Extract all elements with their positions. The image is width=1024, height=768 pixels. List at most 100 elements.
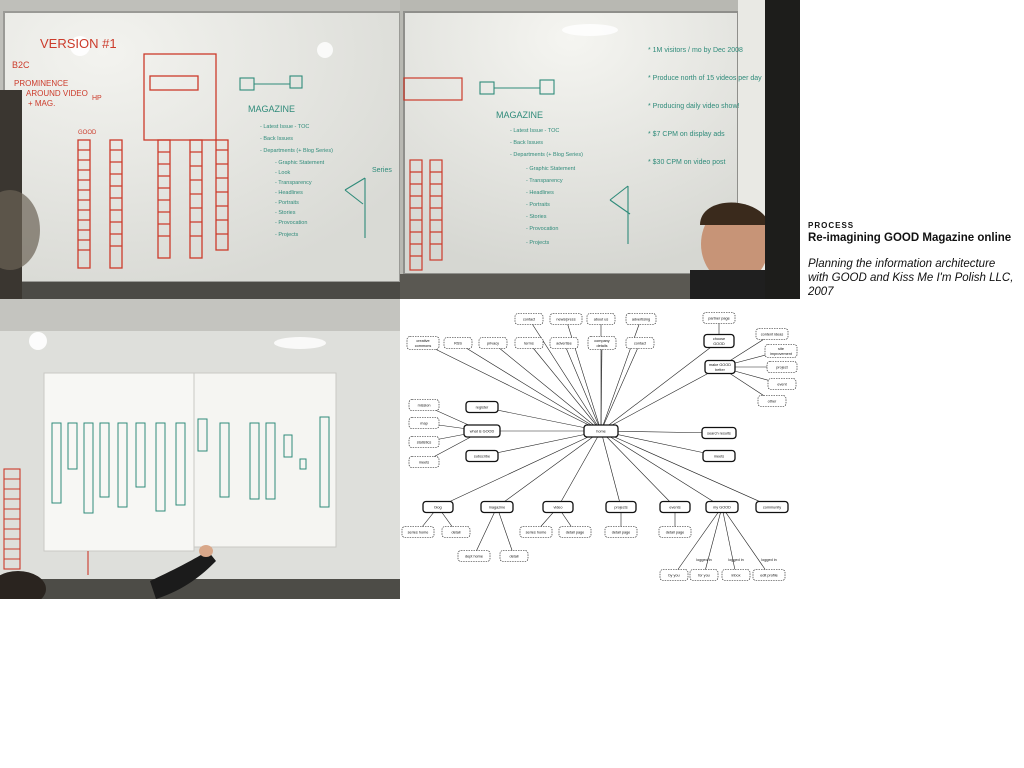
sitemap-node-box: [659, 569, 689, 581]
sketch-magazine-item: - Stories: [275, 210, 296, 216]
sketch-goal-note: * $7 CPM on display ads: [648, 131, 725, 138]
sitemap-node-box: [465, 449, 499, 463]
sitemap-node-label: creative: [416, 339, 429, 343]
sitemap-node-whatisGOOD: what is GOOD: [463, 424, 501, 438]
sitemap-node-box: [587, 336, 617, 350]
sitemap-node-events: events: [659, 500, 691, 514]
sitemap-node-label: other: [768, 400, 777, 404]
sitemap-node-label: magazine: [489, 506, 505, 510]
sitemap-edge: [600, 366, 721, 432]
sketch-magazine-item: - Latest Issue - TOC: [510, 128, 559, 134]
sitemap-node-label: commons: [415, 344, 432, 348]
sitemap-node-box: [480, 500, 514, 514]
sitemap-node-label: search results: [707, 432, 731, 436]
sketch-magazine-item: - Provocation: [526, 226, 558, 232]
sitemap-edge: [492, 342, 602, 432]
sitemap-node-label: contact: [523, 318, 536, 322]
sketch-magazine-item: - Graphic Statement: [526, 166, 576, 172]
sitemap-node-event: event: [767, 378, 797, 390]
sitemap-node-box: [755, 328, 789, 340]
sitemap-node-box: [757, 395, 787, 407]
sketch-magazine-item: - Departments (+ Blog Series): [510, 152, 583, 158]
sitemap-edge: [481, 430, 602, 457]
caption-title: Re-imagining GOOD Magazine online: [808, 232, 1012, 244]
sitemap-node-label: details: [597, 344, 608, 348]
sitemap-node-box: [703, 333, 735, 349]
sitemap-node-meets2: meets: [702, 449, 736, 463]
sitemap-node-box: [625, 337, 655, 349]
sitemap-edge: [437, 430, 602, 508]
sitemap-node-label: GOOD: [713, 342, 725, 346]
sitemap-node-subscribe: subscribe: [465, 449, 499, 463]
sitemap-edge-label: logged in: [728, 558, 743, 562]
sitemap-node-advertising: advertising: [625, 313, 657, 325]
sitemap-node-label: mission: [418, 404, 431, 408]
sitemap-node-label: company: [594, 339, 610, 343]
sitemap-node-label: map: [420, 422, 427, 426]
sitemap-node-label: events: [669, 506, 680, 510]
sketch-magazine-item: - Portraits: [275, 200, 299, 206]
sketch-goal-note: * 1M visitors / mo by Dec 2008: [648, 47, 743, 54]
sitemap-node-label: what is GOOD: [470, 430, 495, 434]
whiteboard-sketch-left: VERSION #1 B2C PROMINENCE AROUND VIDEO +…: [0, 0, 400, 299]
sitemap-node-label: better: [715, 368, 725, 372]
whiteboard-sketch-right: MAGAZINE - Latest Issue - TOC - Back Iss…: [400, 0, 800, 299]
sitemap-node-box: [514, 313, 544, 325]
sitemap-node-box: [441, 526, 471, 538]
sitemap-node-foryou: for you: [689, 569, 719, 581]
sitemap-edge: [563, 342, 602, 432]
sketch-note: + MAG.: [28, 99, 55, 108]
sitemap-edge: [481, 406, 602, 432]
sitemap-node-searchresults: search results: [701, 426, 737, 440]
sitemap-node-box: [658, 526, 692, 538]
sitemap-node-label: event: [777, 383, 787, 387]
sitemap-node-label: community: [763, 506, 781, 510]
sitemap-node-label: series home: [408, 531, 429, 535]
sitemap-node-box: [659, 500, 691, 514]
sitemap-edge: [600, 430, 720, 434]
paper-wireframes-sketch: [0, 299, 400, 599]
sketch-magazine-title: MAGAZINE: [496, 110, 543, 120]
sitemap-node-box: [701, 426, 737, 440]
sitemap-node-contact1: contact: [514, 313, 544, 325]
sitemap-node-box: [478, 337, 508, 349]
sitemap-edge: [600, 318, 642, 432]
sitemap-node-box: [549, 337, 579, 349]
sketch-note: B2C: [12, 60, 30, 70]
sitemap-node-label: detail page: [666, 531, 685, 535]
sitemap-edge: [528, 342, 602, 432]
sitemap-node-box: [755, 500, 789, 514]
sitemap-node-label: statistics: [417, 441, 432, 445]
sitemap-node-box: [542, 500, 574, 514]
sitemap-edges: [417, 318, 783, 576]
sitemap-node-box: [764, 344, 798, 358]
sitemap-node-rss: RSS: [443, 337, 473, 349]
sitemap-node-box: [408, 417, 440, 429]
sketch-magazine-item: - Transparency: [526, 178, 563, 184]
sitemap-edge-label: logged in: [761, 558, 776, 562]
sitemap-edge: [557, 430, 602, 508]
sitemap-node-label: about us: [594, 318, 609, 322]
sitemap-node-label: make GOOD: [709, 363, 731, 367]
sitemap-node-label: news/press: [556, 318, 575, 322]
sitemap-edge: [565, 318, 602, 432]
sitemap-node-video: video: [542, 500, 574, 514]
sitemap-edge: [473, 506, 498, 557]
sitemap-node-label: privacy: [487, 342, 499, 346]
sitemap-node-label: contact: [634, 342, 647, 346]
sketch-magazine-item: - Projects: [526, 240, 549, 246]
sitemap-node-label: my GOOD: [713, 506, 731, 510]
sitemap-node-label: detail page: [566, 531, 585, 535]
sitemap-node-box: [583, 424, 619, 438]
sitemap-node-community: community: [755, 500, 789, 514]
sitemap-edge: [422, 342, 602, 432]
sitemap-node-label: meets: [714, 455, 724, 459]
sketch-goal-note: * Producing daily video show!: [648, 103, 739, 110]
sitemap-edge: [600, 430, 676, 508]
sitemap-node-detail1: detail: [441, 526, 471, 538]
sketch-note: PROMINENCE: [14, 79, 68, 88]
sketch-magazine-item: - Headlines: [275, 190, 303, 196]
sketch-magazine-item: - Back Issues: [260, 136, 293, 142]
